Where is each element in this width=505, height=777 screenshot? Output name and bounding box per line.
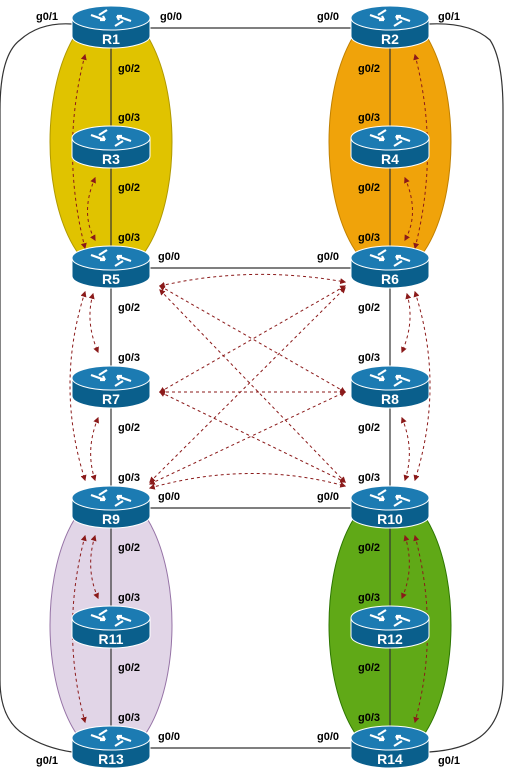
router-r11[interactable]: R11 (71, 605, 151, 649)
router-r12[interactable]: R12 (350, 605, 430, 649)
router-icon (369, 609, 411, 627)
r3-g03-label: g0/3 (118, 112, 140, 124)
r1-g02-label: g0/2 (118, 63, 140, 75)
router-label-r14: R14 (377, 751, 403, 767)
router-label-r7: R7 (102, 391, 120, 407)
r8-g02-label: g0/2 (358, 422, 380, 434)
router-label-r5: R5 (102, 271, 120, 287)
router-label-r12: R12 (377, 631, 403, 647)
r9-g02-label: g0/2 (118, 542, 140, 554)
router-label-r8: R8 (381, 391, 399, 407)
r1-g00-label: g0/0 (160, 11, 182, 23)
interface-labels: g0/1 g0/0 g0/2 g0/0 g0/1 g0/2 g0/3 g0/2 … (36, 11, 460, 767)
router-label-r4: R4 (381, 151, 399, 167)
router-label-r3: R3 (102, 151, 120, 167)
router-r1[interactable]: R1 (71, 5, 151, 49)
router-label-r11: R11 (99, 631, 124, 647)
router-label-r2: R2 (381, 31, 399, 47)
r13-g00-label: g0/0 (158, 731, 180, 743)
router-r4[interactable]: R4 (350, 125, 430, 169)
router-icon (369, 369, 411, 387)
r14-g00-label: g0/0 (317, 731, 339, 743)
router-r7[interactable]: R7 (71, 365, 151, 409)
r2-g01-label: g0/1 (438, 11, 460, 23)
r10-g02-label: g0/2 (358, 542, 380, 554)
r7-g02-label: g0/2 (118, 422, 140, 434)
router-icon (90, 129, 132, 147)
router-label-r13: R13 (98, 751, 124, 767)
router-label-r1: R1 (102, 31, 120, 47)
r2-g00-label: g0/0 (317, 11, 339, 23)
router-r14[interactable]: R14 (350, 725, 430, 769)
r14-g03-label: g0/3 (358, 712, 380, 724)
router-r13[interactable]: R13 (71, 725, 151, 769)
router-icon (369, 729, 411, 747)
router-r8[interactable]: R8 (350, 365, 430, 409)
r8-g03-label: g0/3 (358, 352, 380, 364)
router-icon (369, 489, 411, 507)
router-r6[interactable]: R6 (350, 245, 430, 289)
router-label-r6: R6 (381, 271, 399, 287)
r3-g02-label: g0/2 (118, 182, 140, 194)
r12-g03-label: g0/3 (358, 592, 380, 604)
r6-g02-label: g0/2 (358, 302, 380, 314)
r11-g02-label: g0/2 (118, 662, 140, 674)
router-icon (90, 9, 132, 27)
r12-g02-label: g0/2 (358, 662, 380, 674)
r10-g03-label: g0/3 (358, 472, 380, 484)
r2-g02-label: g0/2 (358, 63, 380, 75)
r13-g01-label: g0/1 (36, 755, 58, 767)
router-icon (369, 9, 411, 27)
router-r9[interactable]: R9 (71, 485, 151, 529)
router-r5[interactable]: R5 (71, 245, 151, 289)
router-r3[interactable]: R3 (71, 125, 151, 169)
r6-g03-label: g0/3 (358, 232, 380, 244)
r1-g01-label: g0/1 (36, 11, 58, 23)
r4-g03-label: g0/3 (358, 112, 380, 124)
r14-g01-label: g0/1 (438, 755, 460, 767)
r10-g00-label: g0/0 (317, 491, 339, 503)
router-icon (90, 369, 132, 387)
dashed-links (69, 53, 431, 724)
router-icon (90, 249, 132, 267)
router-icon (90, 729, 132, 747)
router-icon (90, 489, 132, 507)
r9-g03-label: g0/3 (118, 472, 140, 484)
r5-g00-label: g0/0 (158, 251, 180, 263)
router-icon (369, 129, 411, 147)
router-label-r9: R9 (102, 511, 120, 527)
router-icon (369, 249, 411, 267)
router-r10[interactable]: R10 (350, 485, 430, 529)
r7-g03-label: g0/3 (118, 352, 140, 364)
r5-g02-label: g0/2 (118, 302, 140, 314)
router-r2[interactable]: R2 (350, 5, 430, 49)
r4-g02-label: g0/2 (358, 182, 380, 194)
r5-g03-label: g0/3 (118, 232, 140, 244)
router-label-r10: R10 (377, 511, 403, 527)
r6-g00-label: g0/0 (317, 251, 339, 263)
r11-g03-label: g0/3 (118, 592, 140, 604)
r13-g03-label: g0/3 (118, 712, 140, 724)
router-icon (90, 609, 132, 627)
r9-g00-label: g0/0 (158, 491, 180, 503)
